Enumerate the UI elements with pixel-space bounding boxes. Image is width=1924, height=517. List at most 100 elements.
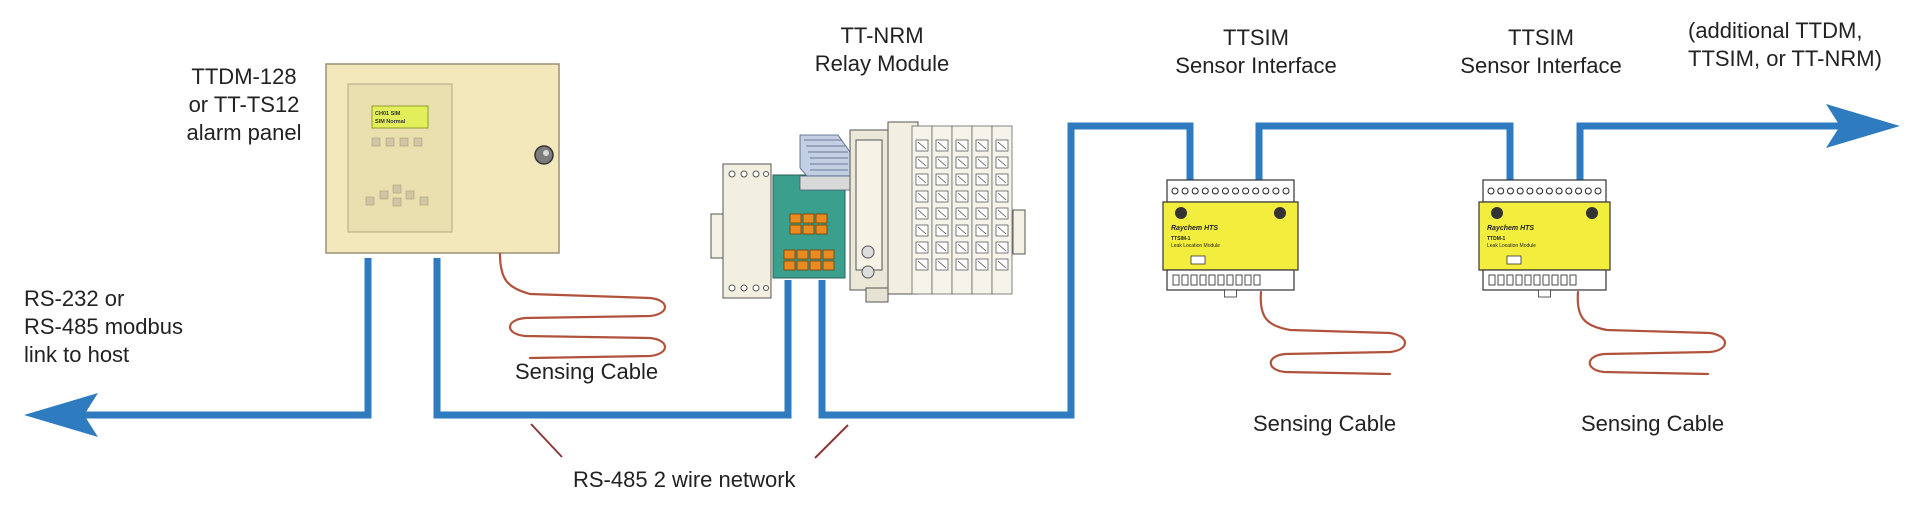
relay-mount-bracket-right bbox=[1012, 209, 1026, 255]
io-terminal-slot bbox=[937, 243, 947, 252]
io-terminal-slot bbox=[977, 243, 987, 252]
terminal-slot bbox=[1235, 274, 1243, 286]
io-terminal-slot bbox=[937, 260, 947, 269]
io-terminal-slot bbox=[997, 192, 1007, 201]
terminal-screw bbox=[1242, 187, 1250, 195]
host-link-label-line-2: RS-485 modbus bbox=[24, 314, 183, 339]
sensing-cable-3-label: Sensing Cable bbox=[1581, 411, 1725, 436]
host-link-label: RS-232 or RS-485 modbus link to host bbox=[24, 285, 183, 369]
terminal-screw bbox=[1506, 187, 1514, 195]
io-terminal-slot bbox=[977, 141, 987, 150]
relay-module-label-line-1: TT-NRM bbox=[840, 23, 924, 48]
io-terminal-slot bbox=[977, 209, 987, 218]
panel-keypad bbox=[365, 137, 429, 207]
relay-terminal-block bbox=[722, 163, 772, 299]
terminal-slot bbox=[1172, 274, 1180, 286]
terminal-slot bbox=[1181, 274, 1189, 286]
io-terminal-slot bbox=[997, 209, 1007, 218]
terminal-slot bbox=[1497, 274, 1505, 286]
panel-label-line-1: TTDM-128 bbox=[191, 64, 297, 89]
terminal-slot bbox=[1488, 274, 1496, 286]
io-terminal-slot bbox=[917, 141, 927, 150]
network-segment-panel-to-relay bbox=[433, 258, 792, 419]
terminal-slot bbox=[1244, 274, 1252, 286]
io-terminal-slot bbox=[917, 260, 927, 269]
relay-io-modules bbox=[911, 125, 1013, 295]
rs485-network-lines bbox=[24, 104, 1900, 437]
terminal-slot bbox=[1199, 274, 1207, 286]
io-terminal-slot bbox=[997, 243, 1007, 252]
module-connector-right bbox=[1274, 207, 1286, 219]
terminal-slot bbox=[1253, 274, 1261, 286]
io-terminal-slot bbox=[917, 209, 927, 218]
io-terminal-slot bbox=[977, 158, 987, 167]
module-connector-left bbox=[1175, 207, 1187, 219]
io-terminal-slot bbox=[937, 209, 947, 218]
terminal-slot bbox=[1551, 274, 1559, 286]
lcd-line-1: CH01 SIM bbox=[375, 111, 401, 117]
terminal-screw bbox=[1252, 187, 1260, 195]
io-terminal-slot bbox=[957, 141, 967, 150]
relay-module-label: TT-NRM Relay Module bbox=[815, 22, 950, 78]
relay-module-label-line-2: Relay Module bbox=[814, 51, 950, 76]
terminal-slot bbox=[1524, 274, 1532, 286]
host-link-line bbox=[60, 258, 372, 419]
terminal-screw bbox=[1555, 187, 1563, 195]
callout-line-right bbox=[814, 424, 849, 459]
terminal-screw bbox=[1171, 187, 1179, 195]
module-address-switch bbox=[1506, 255, 1522, 265]
relay-address-dial-2 bbox=[861, 265, 875, 279]
terminal-screw bbox=[1201, 187, 1209, 195]
io-terminal-slot bbox=[957, 158, 967, 167]
terminal-screw bbox=[1526, 187, 1534, 195]
sensor-interface-1-label-line-2: Sensor Interface bbox=[1175, 53, 1337, 78]
relay-orange-switches bbox=[783, 213, 835, 271]
sensing-cable-2 bbox=[1259, 290, 1407, 376]
network-callout-lines bbox=[530, 423, 849, 459]
terminal-screw bbox=[1575, 187, 1583, 195]
io-terminal-slot bbox=[997, 141, 1007, 150]
terminal-screw bbox=[1545, 187, 1553, 195]
host-link-label-line-3: link to host bbox=[24, 342, 130, 367]
terminal-screw bbox=[1262, 187, 1270, 195]
relay-terminal-screws bbox=[728, 170, 769, 292]
io-terminal-slot bbox=[957, 260, 967, 269]
module-brand: Raychem HTS bbox=[1487, 225, 1534, 232]
io-terminal-slot bbox=[997, 158, 1007, 167]
module-description: Leak Location Module bbox=[1487, 243, 1536, 249]
relay-address-dial-1 bbox=[861, 245, 875, 259]
io-terminal-slot bbox=[957, 175, 967, 184]
terminal-screw bbox=[1516, 187, 1524, 195]
io-terminal-slot bbox=[977, 226, 987, 235]
module-din-clip bbox=[1538, 289, 1551, 298]
terminal-slot bbox=[1190, 274, 1198, 286]
io-terminal-slot bbox=[937, 226, 947, 235]
relay-ribbon-cable bbox=[799, 134, 851, 191]
io-terminal-slot bbox=[997, 175, 1007, 184]
io-terminal-slot bbox=[917, 158, 927, 167]
sensor-interface-2-label-line-1: TTSIM bbox=[1508, 25, 1574, 50]
terminal-screw bbox=[1272, 187, 1280, 195]
module-model: TTSIM-1 bbox=[1171, 236, 1191, 242]
additional-devices-label: (additional TTDM, TTSIM, or TT-NRM) bbox=[1688, 17, 1882, 73]
sensing-cables bbox=[498, 252, 1727, 376]
terminal-slot bbox=[1226, 274, 1234, 286]
network-segment-sim2-onward bbox=[1576, 122, 1850, 182]
host-link-arrowhead bbox=[24, 393, 98, 437]
onward-arrowhead bbox=[1826, 104, 1900, 148]
io-terminal-slot bbox=[957, 192, 967, 201]
module-din-clip bbox=[1224, 289, 1237, 298]
module-connector-right bbox=[1586, 207, 1598, 219]
terminal-screw bbox=[1594, 187, 1602, 195]
additional-devices-label-line-2: TTSIM, or TT-NRM) bbox=[1688, 46, 1882, 71]
panel-lcd bbox=[371, 105, 429, 129]
io-terminal-slot bbox=[917, 192, 927, 201]
terminal-screw bbox=[1191, 187, 1199, 195]
host-link-label-line-1: RS-232 or bbox=[24, 286, 125, 311]
additional-devices-label-line-1: (additional TTDM, bbox=[1688, 18, 1863, 43]
terminal-screw bbox=[1211, 187, 1219, 195]
